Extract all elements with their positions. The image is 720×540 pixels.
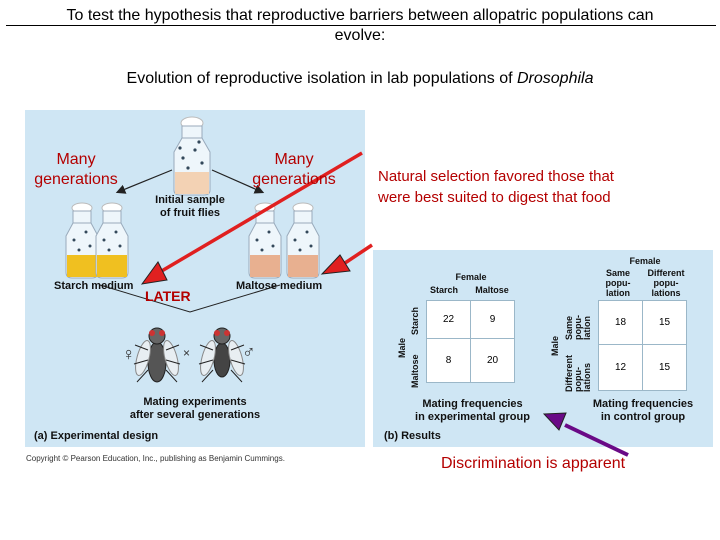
table-cell: 20 [470,338,515,383]
table-cell: 18 [598,300,643,345]
experimental-group-caption: Mating frequencies in experimental group [415,398,530,423]
experimental-design-caption: (a) Experimental design [34,430,159,442]
results-caption: (b) Results [384,430,441,442]
title-line-2: evolve: [334,27,386,44]
many-generations-left: Many generations [34,151,118,188]
right-row-different: Different popu-lations [564,354,592,392]
table-cell: 12 [598,344,643,391]
table-cell: 22 [426,300,471,339]
experimental-group-table: 22 9 8 20 [426,300,515,383]
male-symbol: ♂ [242,342,256,362]
right-col-different: Different popu- lations [647,268,685,298]
title-underline [6,25,716,26]
copyright-notice: Copyright © Pearson Education, Inc., pub… [26,454,285,463]
subtitle-species: Drosophila [516,70,594,87]
right-col-same: Same popu- lation [605,268,631,298]
maltose-medium-label: Maltose medium [236,280,323,292]
subtitle: Evolution of reproductive isolation in l… [0,70,720,88]
table-cell: 9 [470,300,515,339]
natural-selection-note: Natural selection favored those that wer… [378,168,614,206]
subtitle-main: Evolution of reproductive isolation in l… [126,70,517,87]
right-female-label: Female [629,256,661,266]
right-row-same: Same popu-lation [564,315,592,340]
starch-medium-label: Starch medium [54,280,134,292]
initial-sample-label: Initial sample of fruit flies [155,194,225,219]
control-group-table: 18 15 12 15 [598,300,687,391]
table-cell: 8 [426,338,471,383]
control-group-caption: Mating frequencies in control group [592,398,694,423]
table-cell: 15 [642,300,687,345]
discrimination-note: Discrimination is apparent [441,455,626,472]
mating-experiments-label: Mating experiments after several generat… [129,396,261,421]
page-title: To test the hypothesis that reproductive… [0,6,720,46]
left-male-label: Male [397,337,407,358]
left-row-starch: Starch [410,306,420,335]
left-row-maltose: Maltose [410,354,420,388]
later-label: LATER [145,288,191,304]
cross-symbol: × [183,346,191,360]
female-symbol: ♀ [122,344,136,364]
left-female-label: Female [455,272,487,282]
left-col-starch: Starch [429,285,458,295]
many-generations-right: Many generations [252,151,336,188]
right-male-label: Male [550,335,560,356]
left-col-maltose: Maltose [475,285,509,295]
table-cell: 15 [642,344,687,391]
title-line-1: To test the hypothesis that reproductive… [66,7,654,24]
